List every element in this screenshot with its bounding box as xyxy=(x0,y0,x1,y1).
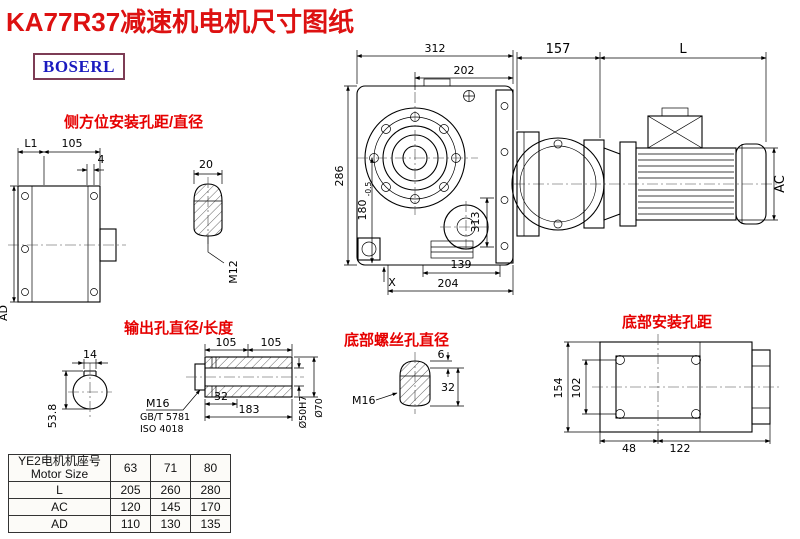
table-header-motor-size: YE2电机机座号 Motor Size xyxy=(8,454,111,482)
dim-183: 183 xyxy=(239,403,260,416)
page-title: KA77R37减速机电机尺寸图纸 xyxy=(6,7,355,37)
bottom-screw-detail: M16 6 32 xyxy=(352,348,464,414)
dim-32-screw: 32 xyxy=(441,381,455,394)
dim-105-left: 105 xyxy=(62,137,83,150)
thread-m12: M12 xyxy=(227,260,240,284)
dim-122: 122 xyxy=(670,442,691,455)
row-label-ad: AD xyxy=(8,515,111,533)
cell-ac-80: 170 xyxy=(190,498,231,516)
thread-m16-output: M16 xyxy=(146,397,170,410)
table-header-cn: YE2电机机座号 xyxy=(18,454,101,468)
left-side-view: L1 105 4 AD xyxy=(0,137,126,321)
dim-53-8: 53.8 xyxy=(46,404,59,429)
dim-6: 6 xyxy=(438,348,445,361)
dim-105b: 105 xyxy=(261,336,282,349)
dim-ac: AC xyxy=(773,175,788,193)
table-header-size-63: 63 xyxy=(110,454,151,482)
dim-48: 48 xyxy=(622,442,636,455)
table-header-en: Motor Size xyxy=(30,467,89,481)
dim-od-d70: Ø70 xyxy=(314,398,325,418)
table-row-l: L 205 260 280 xyxy=(8,481,231,499)
table-row-ad: AD 110 130 135 xyxy=(8,515,231,533)
output-shaft-section-view: 105 105 32 183 Ø50H7 Ø70 M16 GB/T 5781 I… xyxy=(140,336,325,435)
bottom-mount-view: 154 102 48 122 xyxy=(552,334,782,455)
table-header-row: YE2电机机座号 Motor Size 63 71 80 xyxy=(8,454,231,482)
dim-102: 102 xyxy=(570,378,583,399)
cell-l-63: 205 xyxy=(110,481,151,499)
thread-m16-bottom: M16 xyxy=(352,394,376,407)
dim-bore-d50: Ø50H7 xyxy=(298,396,309,429)
dim-l1: L1 xyxy=(24,137,37,150)
dim-14: 14 xyxy=(83,348,97,361)
dim-105a: 105 xyxy=(216,336,237,349)
dim-139: 139 xyxy=(451,258,472,271)
brand-logo: BOSERL xyxy=(33,53,125,80)
datum-x: X xyxy=(388,276,396,289)
dim-180: 180 xyxy=(356,200,369,221)
gearbox-motor-side-view: 157 L AC xyxy=(511,42,788,237)
gearbox-front-view: 312 202 286 180 -0.5 313 139 204 X xyxy=(333,42,514,295)
cell-ad-80: 135 xyxy=(190,515,231,533)
table-row-ac: AC 120 145 170 xyxy=(8,498,231,516)
dim-20: 20 xyxy=(199,158,213,171)
dim-180-tolerance: -0.5 xyxy=(364,181,373,196)
cell-l-80: 280 xyxy=(190,481,231,499)
cell-l-71: 260 xyxy=(150,481,191,499)
dim-313: 313 xyxy=(469,212,482,233)
row-label-l: L xyxy=(8,481,111,499)
output-bore-end-view: 14 53.8 xyxy=(46,348,112,428)
dim-4: 4 xyxy=(98,153,105,166)
dim-157: 157 xyxy=(546,42,571,57)
dim-154: 154 xyxy=(552,378,565,399)
motor-dimension-table: YE2电机机座号 Motor Size 63 71 80 L 205 260 2… xyxy=(8,454,231,533)
side-mount-bolt-detail: 20 M12 xyxy=(193,158,240,284)
table-header-size-80: 80 xyxy=(190,454,231,482)
dim-l: L xyxy=(679,42,687,57)
dim-312: 312 xyxy=(425,42,446,55)
cell-ad-63: 110 xyxy=(110,515,151,533)
cell-ac-71: 145 xyxy=(150,498,191,516)
cell-ad-71: 130 xyxy=(150,515,191,533)
label-output-hole: 输出孔直径/长度 xyxy=(124,320,234,337)
standard-iso: ISO 4018 xyxy=(140,424,184,435)
brand-logo-text: BOSERL xyxy=(43,56,115,76)
cell-ac-63: 120 xyxy=(110,498,151,516)
standard-gb: GB/T 5781 xyxy=(140,412,190,423)
dim-32-shaft: 32 xyxy=(214,390,228,403)
dim-204: 204 xyxy=(438,277,459,290)
table-header-size-71: 71 xyxy=(150,454,191,482)
dim-202: 202 xyxy=(454,64,475,77)
dim-286: 286 xyxy=(333,166,346,187)
dim-ad: AD xyxy=(0,305,10,321)
label-bottom-screw-hole: 底部螺丝孔直径 xyxy=(344,332,450,349)
row-label-ac: AC xyxy=(8,498,111,516)
label-side-mount-holes: 侧方位安装孔距/直径 xyxy=(64,114,204,131)
label-bottom-mount-holes: 底部安装孔距 xyxy=(622,314,713,331)
